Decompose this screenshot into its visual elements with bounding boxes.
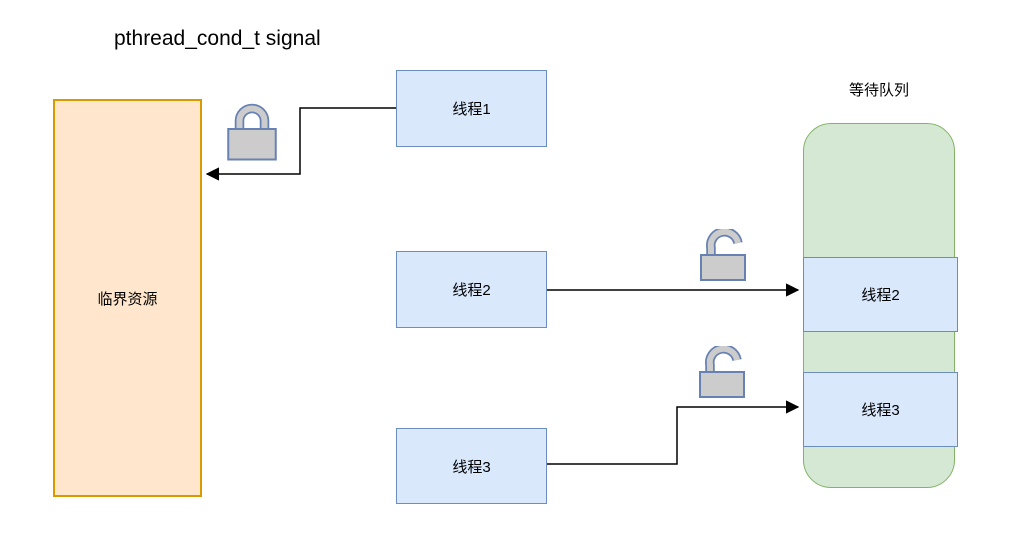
thread-box-2: 线程2 (396, 251, 547, 328)
queue-item-thread3: 线程3 (803, 372, 958, 447)
thread-box-1: 线程1 (396, 70, 547, 147)
lock-open-icon (699, 346, 745, 398)
thread-3-label: 线程3 (452, 458, 491, 476)
queue-item-thread2: 线程2 (803, 257, 958, 332)
arrow-thread3-to-queue (547, 400, 800, 465)
critical-resource-box: 临界资源 (53, 99, 202, 497)
diagram-title: pthread_cond_t signal (114, 27, 321, 50)
critical-resource-label: 临界资源 (97, 290, 158, 308)
waiting-queue-label: 等待队列 (848, 82, 909, 99)
lock-open-icon (700, 229, 746, 281)
lock-closed-icon (227, 103, 277, 161)
queue-item-thread3-label: 线程3 (861, 402, 900, 419)
thread-2-label: 线程2 (452, 282, 491, 299)
queue-item-thread2-label: 线程2 (861, 287, 900, 304)
thread-box-3: 线程3 (396, 428, 547, 504)
thread-1-label: 线程1 (452, 101, 491, 118)
